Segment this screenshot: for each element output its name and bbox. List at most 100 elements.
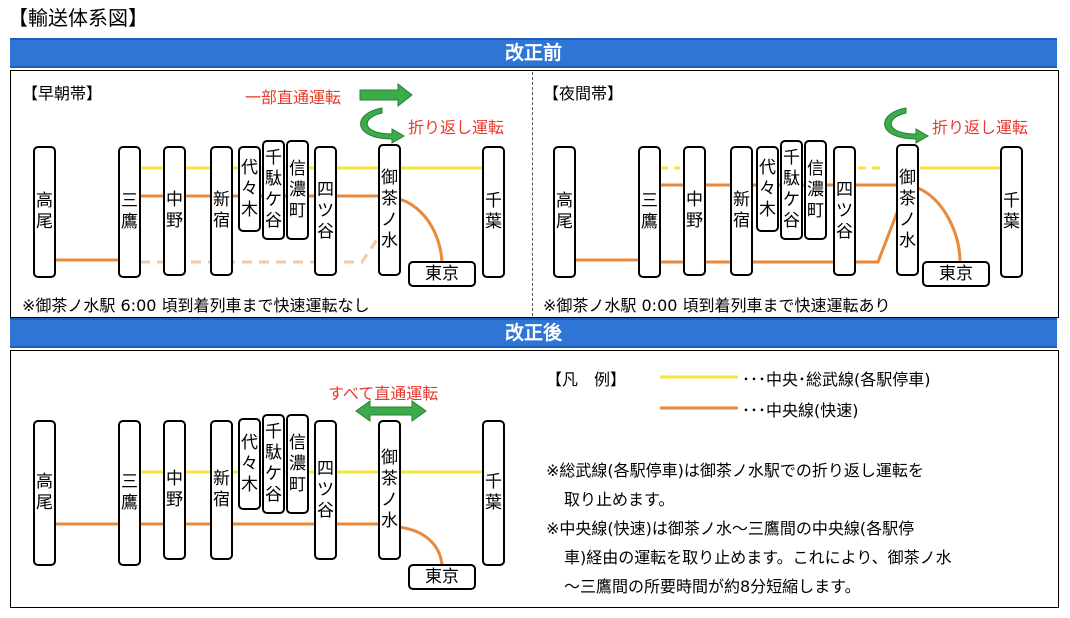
night-turnback-arrow-icon <box>884 107 929 144</box>
station-char: 鷹 <box>121 212 138 232</box>
station-label: 新宿 <box>213 190 230 232</box>
station-shinjuku: 新宿 <box>210 420 233 560</box>
station-label: 中野 <box>166 469 183 511</box>
station-char: 谷 <box>265 485 282 505</box>
station-char: 中 <box>166 190 183 210</box>
station-char: 葉 <box>485 493 502 513</box>
station-yoyogi: 代々木 <box>238 418 261 510</box>
station-ochanomizu: 御茶ノ水 <box>896 144 919 276</box>
note-line: ～三鷹間の所要時間が約8分短縮します。 <box>564 577 861 596</box>
station-char: 谷 <box>836 221 853 242</box>
station-char: 四 <box>836 179 853 200</box>
station-label: 千葉 <box>1003 191 1020 233</box>
night-tokyo-line <box>917 186 962 263</box>
station-takao: 高尾 <box>33 146 56 278</box>
station-char: 四 <box>317 458 334 479</box>
station-char: 野 <box>166 211 183 231</box>
station-ochanomizu: 御茶ノ水 <box>378 144 401 276</box>
station-label: 三鷹 <box>641 191 658 233</box>
station-char: 千 <box>783 148 800 168</box>
station-char: 千 <box>485 472 502 492</box>
station-char: 中 <box>166 469 183 489</box>
station-mitaka: 三鷹 <box>118 420 141 566</box>
station-char: 御 <box>381 448 398 468</box>
station-char: 駄 <box>265 443 282 463</box>
station-label: 四ツ谷 <box>836 180 853 243</box>
station-label: 高尾 <box>556 191 573 233</box>
station-chiba: 千葉 <box>482 420 505 566</box>
station-yoyogi: 代々木 <box>238 146 261 232</box>
after-note-2: ※中央線(快速)は御茶ノ水～三鷹間の中央線(各駅停 車)経由の運転を取り止めます… <box>546 514 952 601</box>
station-char: 野 <box>166 490 183 510</box>
station-char: 水 <box>381 231 398 251</box>
night-turnback-label: 折り返し運転 <box>932 118 1029 137</box>
station-nakano: 中野 <box>683 146 706 276</box>
station-label: 四ツ谷 <box>317 459 334 522</box>
station-char: 代 <box>241 157 258 178</box>
station-takao: 高尾 <box>553 146 576 278</box>
station-char: 水 <box>381 511 398 531</box>
station-label: 千駄ケ谷 <box>783 148 800 232</box>
station-label: 信濃町 <box>289 159 306 222</box>
station-char: 葉 <box>1003 212 1020 232</box>
station-char: 三 <box>121 191 138 211</box>
station-label: 新宿 <box>733 190 750 232</box>
station-sendagaya: 千駄ケ谷 <box>780 140 803 240</box>
station-char: 尾 <box>556 212 573 232</box>
station-chiba: 千葉 <box>1000 146 1023 278</box>
station-char: 信 <box>289 432 306 453</box>
station-char: 新 <box>733 190 750 210</box>
station-label: 千駄ケ谷 <box>265 422 282 506</box>
station-char: 谷 <box>783 211 800 231</box>
station-tokyo: 東京 <box>922 261 990 287</box>
legend-orange-label: ･･･中央線(快速) <box>742 401 859 420</box>
station-sendagaya: 千駄ケ谷 <box>262 140 285 240</box>
station-char: 宿 <box>733 211 750 231</box>
station-char: 葉 <box>485 212 502 232</box>
station-char: 町 <box>289 200 306 221</box>
station-label: 御茶ノ水 <box>381 168 398 252</box>
station-label: 代々木 <box>241 433 258 496</box>
station-char: 御 <box>381 168 398 188</box>
early-direct-arrow-icon <box>359 82 413 108</box>
station-label: 三鷹 <box>121 472 138 514</box>
station-char: 野 <box>686 211 703 231</box>
station-char: 尾 <box>36 493 53 513</box>
station-char: 信 <box>289 158 306 179</box>
station-char: 鷹 <box>641 212 658 232</box>
station-char: 木 <box>241 474 258 495</box>
station-char: 駄 <box>783 169 800 189</box>
station-char: 千 <box>485 191 502 211</box>
station-char: 木 <box>241 199 258 220</box>
station-label: 千葉 <box>485 191 502 233</box>
station-char: 鷹 <box>121 493 138 513</box>
station-char: 濃 <box>807 179 824 200</box>
station-char: 濃 <box>289 453 306 474</box>
station-mitaka: 三鷹 <box>118 146 141 278</box>
after-direct-label: すべて直通運転 <box>328 384 439 403</box>
station-char: 町 <box>807 200 824 221</box>
note-line: ※総武線(各駅停車)は御茶ノ水駅での折り返し運転を <box>546 461 924 480</box>
station-char: 町 <box>289 474 306 495</box>
station-char: 駄 <box>265 169 282 189</box>
station-char: 水 <box>899 231 916 251</box>
station-char: 谷 <box>317 500 334 521</box>
station-char: 谷 <box>317 221 334 242</box>
station-label: 代々木 <box>241 158 258 221</box>
station-char: 御 <box>899 168 916 188</box>
station-sendagaya: 千駄ケ谷 <box>262 414 285 514</box>
note-line: ※中央線(快速)は御茶ノ水～三鷹間の中央線(各駅停 <box>546 519 915 538</box>
station-char: 千 <box>265 148 282 168</box>
station-char: 新 <box>213 190 230 210</box>
station-char: 代 <box>759 157 776 178</box>
early-label: 【早朝帯】 <box>22 84 103 103</box>
station-char: 々 <box>759 178 776 199</box>
station-char: 高 <box>36 472 53 492</box>
station-char: ケ <box>783 190 800 210</box>
station-char: 茶 <box>381 469 398 489</box>
station-char: 谷 <box>265 211 282 231</box>
station-char: ケ <box>265 464 282 484</box>
station-yoyogi: 代々木 <box>756 146 779 232</box>
station-takao: 高尾 <box>33 420 56 566</box>
station-char: 茶 <box>899 189 916 209</box>
